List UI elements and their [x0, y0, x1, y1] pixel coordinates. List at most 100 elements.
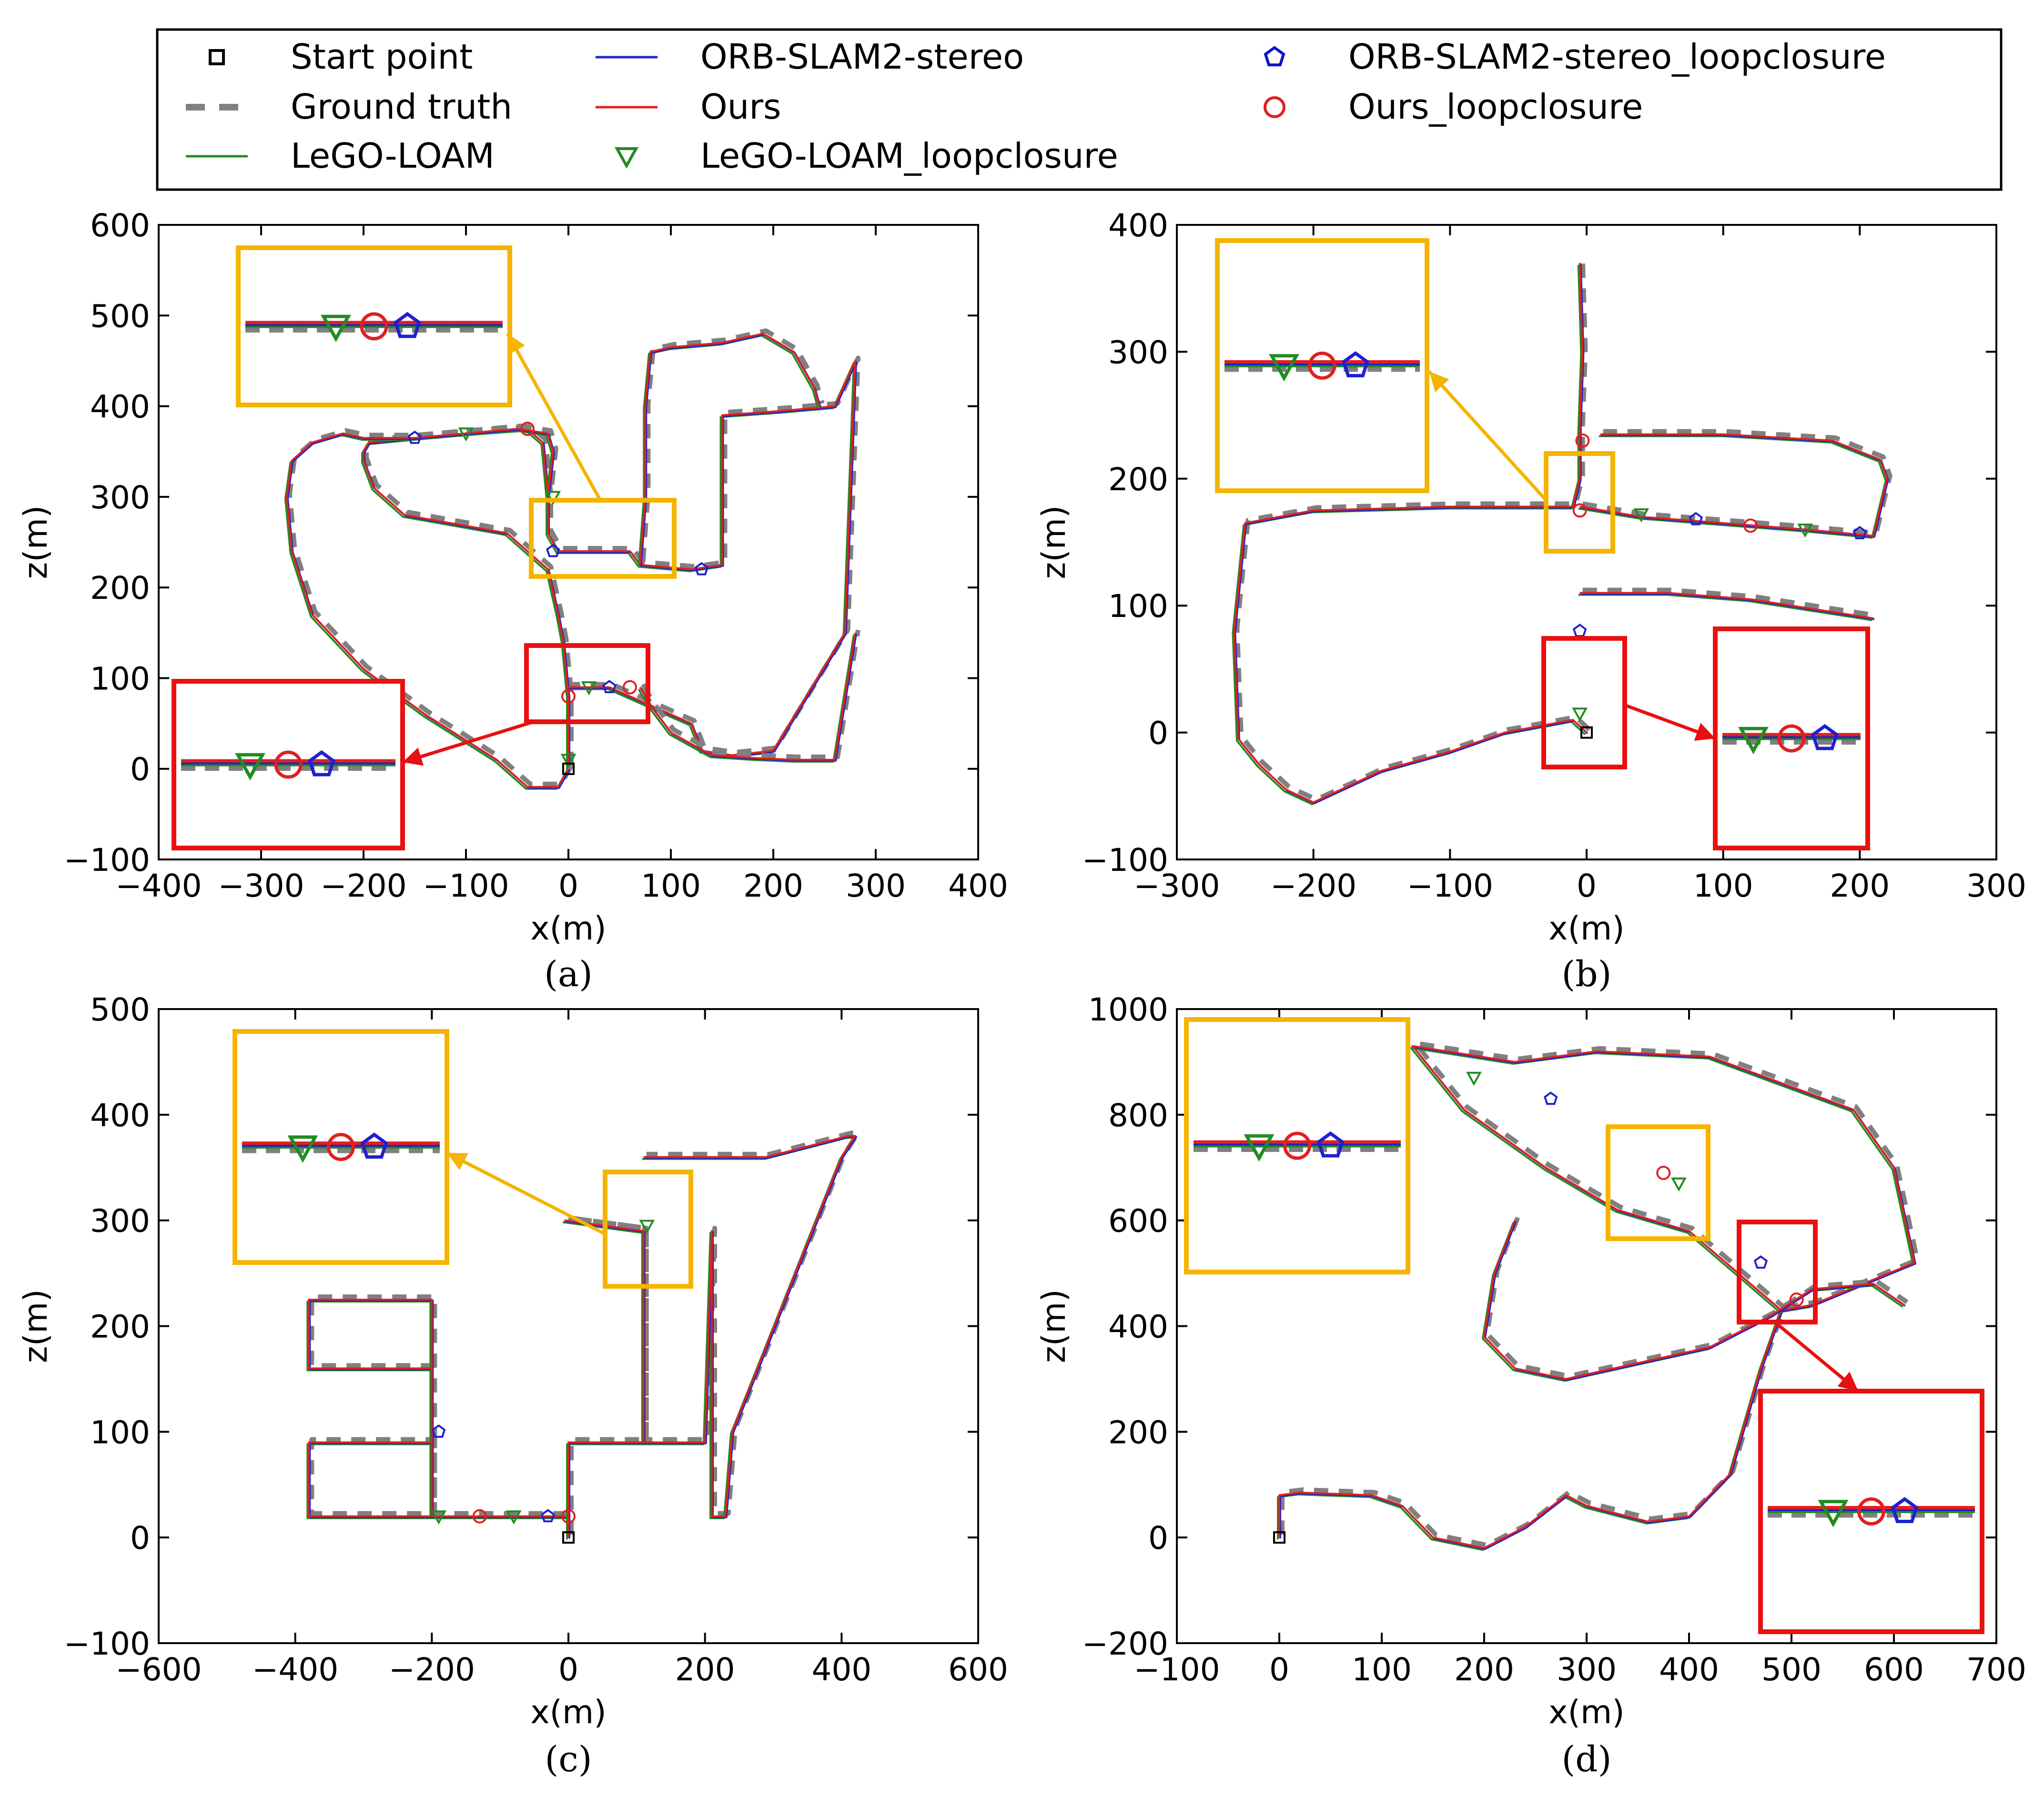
loopclosure-marker-3 — [1633, 508, 1649, 523]
zoom-source-box — [1541, 636, 1627, 769]
trajectory-ours-0 — [1278, 1310, 1782, 1549]
trajectory-ours-1 — [564, 1135, 856, 1538]
trajectory-gt-0 — [309, 1294, 574, 1535]
y-tick-label: 100 — [1108, 588, 1168, 625]
x-tick-label: −100 — [1407, 868, 1493, 904]
zoom-source-box — [1544, 451, 1615, 554]
panel-caption: (a) — [544, 954, 593, 995]
loopclosure-marker-6 — [639, 1220, 655, 1234]
trajectory-gt-0 — [364, 355, 860, 766]
zoom-lego-marker — [321, 314, 351, 343]
legend-marker-6 — [1264, 46, 1285, 67]
trajectory-gt-2 — [640, 328, 825, 562]
loopclosure-marker-4 — [1753, 1255, 1768, 1269]
y-tick-label: 0 — [1148, 1520, 1168, 1556]
loopclosure-marker-6 — [1797, 523, 1813, 538]
loopclosure-marker-3 — [581, 681, 597, 696]
x-tick-label: 200 — [675, 1651, 735, 1688]
trajectory-ours-1 — [1411, 1045, 1915, 1312]
loopclosure-marker-2 — [472, 1509, 487, 1524]
loopclosure-marker-5 — [1789, 1293, 1804, 1307]
zoom-source-box — [1606, 1124, 1710, 1241]
trajectory-ours-2 — [639, 333, 820, 565]
trajectory-ours-0 — [308, 1299, 569, 1538]
loopclosure-marker-10 — [694, 562, 709, 576]
y-tick-label: −100 — [64, 842, 150, 879]
y-tick-label: 400 — [90, 1097, 150, 1134]
zoom-source-box — [529, 498, 677, 579]
x-tick-label: 300 — [1966, 868, 2026, 904]
y-tick-label: 1000 — [1088, 991, 1168, 1028]
loopclosure-marker-2 — [1572, 503, 1587, 518]
zoom-lego-marker — [287, 1135, 318, 1163]
legend-label-7: Ours_loopclosure — [1348, 87, 1643, 127]
y-tick-label: 800 — [1108, 1097, 1168, 1134]
trajectory-gt-1 — [1582, 429, 1892, 535]
legend-marker-7 — [1264, 96, 1285, 118]
x-axis-label: x(m) — [530, 910, 607, 948]
zoom-lego-marker — [1818, 1500, 1849, 1527]
loopclosure-marker-3 — [1671, 1177, 1687, 1192]
x-tick-label: 600 — [1864, 1651, 1924, 1688]
panel-caption: (b) — [1561, 954, 1611, 995]
start-point-marker — [562, 762, 575, 775]
zoom-orb-marker — [308, 750, 335, 777]
y-tick-label: 500 — [90, 991, 150, 1028]
zoom-ours-marker — [360, 312, 388, 341]
zoom-source-box — [603, 1170, 693, 1289]
y-tick-label: 200 — [1108, 1414, 1168, 1451]
y-axis-label: z(m) — [17, 505, 55, 579]
zoom-lego-marker — [1269, 354, 1299, 382]
y-tick-label: −100 — [64, 1626, 150, 1662]
zoom-arrow-head — [1837, 1372, 1858, 1391]
loopclosure-marker-8 — [520, 422, 535, 436]
zoom-orb-marker — [1811, 724, 1839, 750]
legend-label-6: ORB-SLAM2-stereo_loopclosure — [1348, 37, 1886, 77]
x-tick-label: −600 — [115, 1651, 202, 1688]
zoom-lego-marker — [235, 753, 265, 781]
trajectory-gt-2 — [1485, 1216, 1909, 1379]
loopclosure-marker-4 — [541, 1509, 555, 1523]
x-tick-label: 300 — [846, 868, 906, 904]
y-tick-label: 0 — [130, 1520, 150, 1556]
loopclosure-marker-5 — [1743, 518, 1758, 533]
y-axis-label: z(m) — [1035, 1289, 1073, 1363]
legend-box — [156, 28, 2003, 191]
y-tick-label: 0 — [1148, 715, 1168, 752]
x-tick-label: 400 — [1659, 1651, 1719, 1688]
trajectory-ours-1 — [1579, 433, 1888, 537]
loopclosure-marker-0 — [1572, 707, 1588, 722]
loopclosure-marker-3 — [506, 1510, 522, 1525]
zoom-lego-marker — [1738, 727, 1769, 755]
legend-marker-5 — [614, 147, 639, 169]
loopclosure-marker-2 — [1656, 1165, 1671, 1180]
zoom-orb-marker — [394, 312, 421, 338]
plot-content — [1273, 1040, 1920, 1551]
legend-label-3: ORB-SLAM2-stereo — [700, 37, 1024, 77]
y-tick-label: 500 — [90, 298, 150, 334]
x-tick-label: −300 — [218, 868, 304, 904]
x-tick-label: 600 — [948, 1651, 1008, 1688]
y-tick-label: 600 — [90, 207, 150, 244]
loopclosure-marker-0 — [545, 491, 561, 505]
x-tick-label: −200 — [1270, 868, 1356, 904]
y-tick-label: 400 — [1108, 1309, 1168, 1345]
y-tick-label: 400 — [90, 389, 150, 425]
x-tick-label: 700 — [1966, 1651, 2026, 1688]
x-tick-label: −200 — [320, 868, 406, 904]
zoom-arrow-head — [403, 747, 424, 766]
loopclosure-marker-1 — [546, 544, 560, 557]
zoom-ours-marker — [274, 750, 303, 779]
zoom-arrow-head — [447, 1153, 468, 1171]
y-tick-label: 200 — [1108, 461, 1168, 498]
loopclosure-marker-7 — [1852, 525, 1867, 539]
zoom-arrow-head — [507, 333, 525, 355]
x-tick-label: −400 — [252, 1651, 338, 1688]
trajectory-ours-2 — [1579, 592, 1874, 619]
x-tick-label: −400 — [115, 868, 202, 904]
y-tick-label: 300 — [90, 1203, 150, 1240]
loopclosure-marker-6 — [458, 427, 474, 442]
zoom-orb-marker — [1891, 1497, 1919, 1523]
